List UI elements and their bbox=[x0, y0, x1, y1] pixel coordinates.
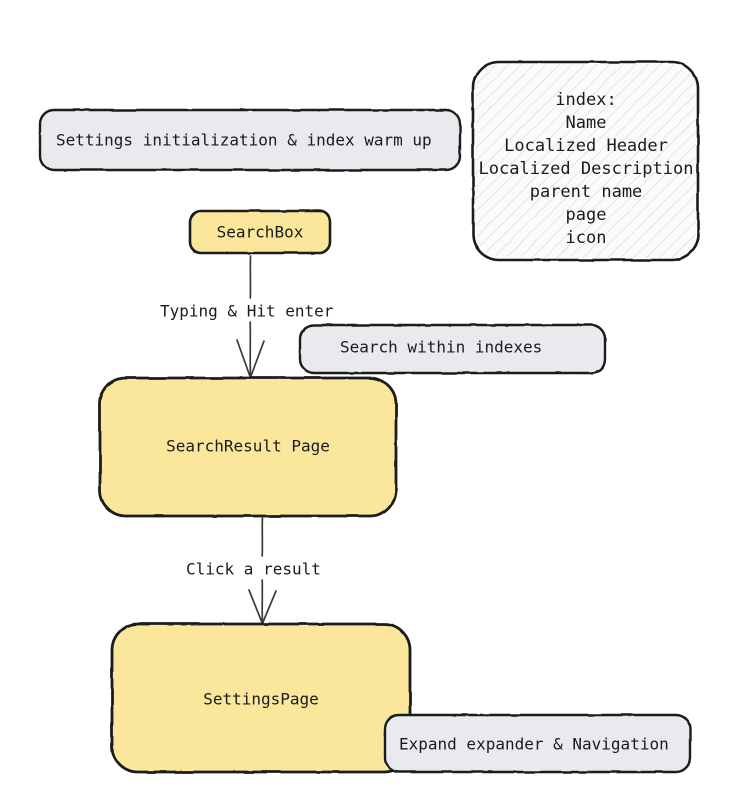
index-note-line-1: Name bbox=[566, 113, 607, 133]
search-within-indexes-note: Search within indexes bbox=[298, 323, 607, 375]
expand-expander-navigation-note: Expand expander & Navigation bbox=[383, 713, 692, 774]
search-within-indexes-note-label: Search within indexes bbox=[340, 338, 542, 357]
searchresult-page-node-label: SearchResult Page bbox=[166, 437, 330, 456]
edge-click-label: Click a result bbox=[186, 560, 321, 579]
expand-expander-navigation-note-box bbox=[383, 713, 692, 774]
search-within-indexes-note-box bbox=[298, 323, 607, 375]
searchbox-node[interactable]: SearchBox bbox=[188, 209, 332, 255]
index-schema-note-hatch bbox=[475, 64, 696, 258]
settings-initialization-note-label: Settings initialization & index warm up bbox=[56, 131, 432, 150]
index-note-line-4: parent name bbox=[530, 182, 643, 202]
expand-expander-navigation-note-label: Expand expander & Navigation bbox=[399, 735, 669, 754]
edge-searchbox-to-searchresult: Typing & Hit enter bbox=[160, 255, 334, 379]
edge-typing-label: Typing & Hit enter bbox=[160, 302, 334, 321]
index-note-line-2: Localized Header bbox=[504, 136, 668, 156]
searchresult-page-node[interactable]: SearchResult Page bbox=[98, 376, 398, 518]
index-note-line-5: page bbox=[566, 205, 607, 225]
settings-page-node-label: SettingsPage bbox=[203, 690, 319, 709]
searchbox-node-label: SearchBox bbox=[217, 223, 304, 242]
edge-searchresult-to-settingspage: Click a result bbox=[186, 517, 321, 625]
settings-page-node-box[interactable] bbox=[110, 622, 412, 774]
settings-page-node[interactable]: SettingsPage bbox=[110, 622, 412, 774]
settings-initialization-note-box bbox=[38, 108, 462, 172]
index-schema-note: index: Name Localized Header Localized D… bbox=[471, 60, 700, 262]
index-note-line-6: icon bbox=[566, 228, 607, 248]
index-note-line-0: index: bbox=[555, 90, 616, 110]
index-note-line-3: Localized Description bbox=[479, 159, 694, 179]
settings-initialization-note: Settings initialization & index warm up bbox=[38, 108, 462, 172]
searchresult-page-node-box[interactable] bbox=[98, 376, 398, 518]
searchbox-node-box[interactable] bbox=[188, 209, 332, 255]
